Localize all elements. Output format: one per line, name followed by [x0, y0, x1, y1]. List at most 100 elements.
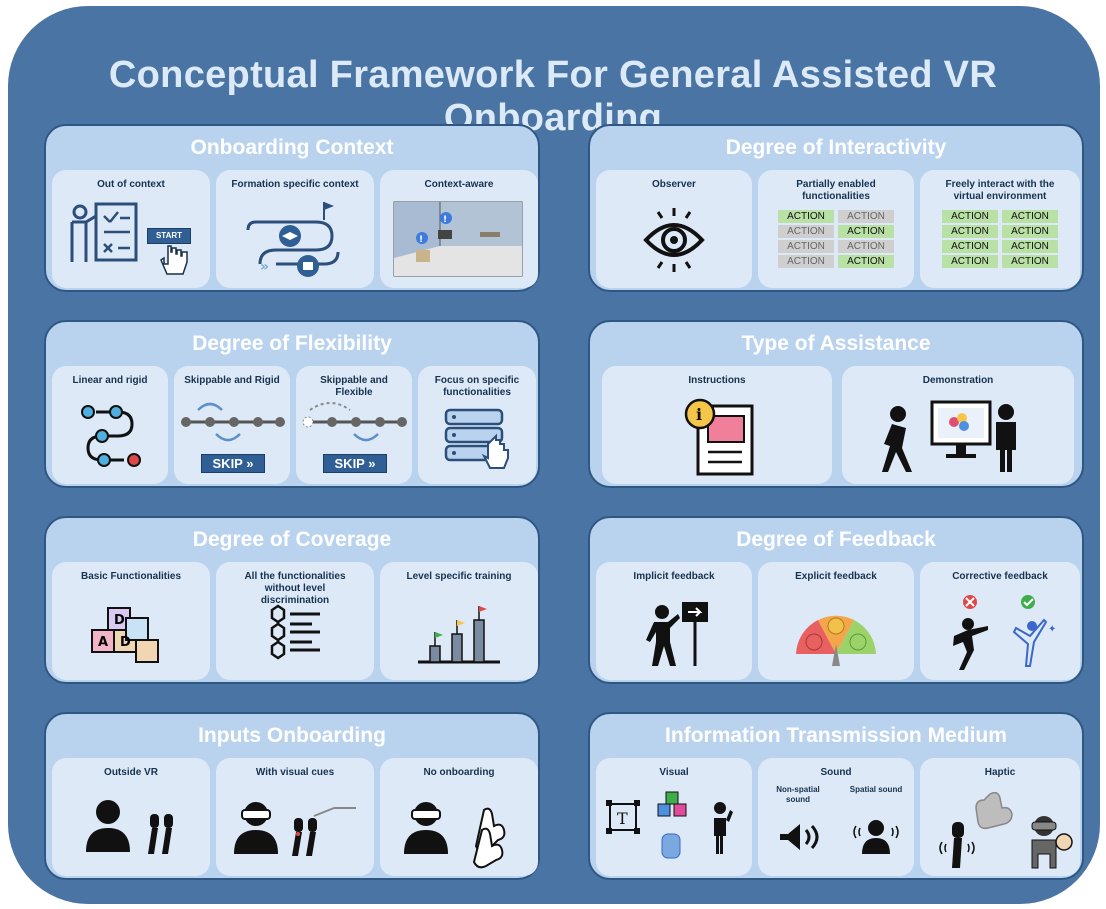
action-cell: ACTION	[778, 240, 834, 253]
card-label: Outside VR	[104, 767, 158, 778]
skip-button: SKIP »	[201, 454, 265, 473]
section-interactivity: Degree of Interactivity Observer Partial…	[588, 124, 1084, 292]
learning-path-icon: »	[246, 202, 340, 277]
svg-text:A: A	[98, 635, 108, 650]
eye-icon	[643, 208, 705, 272]
card-linear-rigid: Linear and rigid	[52, 366, 168, 484]
svg-text:D: D	[120, 635, 131, 650]
vr-user-cues-icon	[234, 802, 356, 856]
action-cell: ACTION	[942, 225, 998, 238]
presenter-board-icon	[70, 202, 138, 262]
non-spatial-sound-label: Non-spatial sound	[776, 785, 820, 804]
action-cell: ACTION	[942, 240, 998, 253]
card-partially-enabled: Partially enabled functionalities ACTION…	[758, 170, 914, 288]
spatial-sound-label: Spatial sound	[849, 785, 903, 794]
card-instructions: Instructions i	[602, 366, 832, 484]
section-title: Degree of Interactivity	[725, 136, 947, 159]
card-observer: Observer	[596, 170, 752, 288]
skip-button: SKIP »	[323, 454, 387, 473]
card-outside-vr: Outside VR	[52, 758, 210, 876]
blocks-icon: A D D	[91, 607, 159, 663]
sound-icons	[780, 820, 899, 854]
instructions-icon: i	[684, 398, 754, 476]
card-out-of-context: Out of context START	[52, 170, 210, 288]
action-cell: ACTION	[838, 240, 894, 253]
card-label: Skippable and Flexible	[320, 375, 388, 398]
section-title: Onboarding Context	[190, 136, 394, 159]
action-cell: ACTION	[1002, 240, 1058, 253]
section-title: Information Transmission Medium	[665, 724, 1007, 747]
card-sound: Sound Non-spatial sound Spatial sound	[758, 758, 914, 876]
card-freely-interact: Freely interact with the virtual environ…	[920, 170, 1080, 288]
skip-label: SKIP	[334, 456, 365, 471]
action-cell: ACTION	[838, 255, 894, 268]
card-context-aware: Context-aware ! !	[380, 170, 538, 288]
action-cell: ACTION	[942, 210, 998, 223]
card-label: Context-aware	[424, 179, 494, 190]
user-controllers-icon	[86, 800, 173, 854]
card-label: Sound	[820, 767, 852, 778]
card-formation-specific: Formation specific context »	[216, 170, 374, 288]
card-label: Basic Functionalities	[80, 571, 182, 582]
card-label: Observer	[652, 179, 696, 190]
card-haptic: Haptic	[920, 758, 1080, 876]
action-cell: ACTION	[838, 210, 894, 223]
card-label: Demonstration	[922, 375, 994, 386]
section-onboarding-context: Onboarding Context Out of context START …	[44, 124, 540, 292]
svg-text:i: i	[696, 405, 702, 424]
action-cell: ACTION	[778, 210, 834, 223]
server-select-icon	[444, 408, 509, 469]
card-visual-cues: With visual cues	[216, 758, 374, 876]
card-label: Skippable and Rigid	[184, 375, 280, 386]
action-cell: ACTION	[1002, 210, 1058, 223]
card-basic-functionalities: Basic Functionalities A D D	[52, 562, 210, 680]
room-scene-icon: ! !	[393, 201, 523, 277]
card-label: All the functionalities without level di…	[244, 571, 346, 606]
card-all-functionalities: All the functionalities without level di…	[216, 562, 374, 680]
card-implicit-feedback: Implicit feedback	[596, 562, 752, 680]
page-title: Conceptual Framework For General Assiste…	[108, 54, 998, 139]
exit-sign-icon	[646, 602, 708, 666]
section-title: Inputs Onboarding	[198, 724, 386, 747]
level-bars-icon	[418, 606, 500, 664]
card-label: Level specific training	[406, 571, 512, 582]
corrective-poses-icon: ✦	[953, 595, 1056, 670]
start-button: START	[147, 228, 191, 244]
section-coverage: Degree of Coverage Basic Functionalities…	[44, 516, 540, 684]
action-cell: ACTION	[778, 255, 834, 268]
svg-text:✦: ✦	[1048, 624, 1056, 635]
card-visual: Visual T	[596, 758, 752, 876]
action-cell: ACTION	[942, 255, 998, 268]
section-title: Degree of Coverage	[192, 528, 392, 551]
svg-text:»: »	[260, 259, 269, 275]
svg-text:T: T	[617, 809, 628, 828]
card-explicit-feedback: Explicit feedback	[758, 562, 914, 680]
svg-text:!: !	[443, 215, 447, 225]
card-label: With visual cues	[255, 767, 335, 778]
skip-flexible-icon	[302, 402, 407, 442]
card-focus-specific: Focus on specific functionalities	[418, 366, 536, 484]
card-label: No onboarding	[423, 767, 495, 778]
card-demonstration: Demonstration	[842, 366, 1074, 484]
card-label: Linear and rigid	[72, 375, 148, 386]
card-label: Corrective feedback	[952, 571, 1048, 582]
action-cell: ACTION	[778, 225, 834, 238]
card-no-onboarding: No onboarding	[380, 758, 538, 876]
demonstration-icon	[882, 400, 1016, 472]
card-label: Implicit feedback	[633, 571, 715, 582]
card-label: Freely interact with the virtual environ…	[945, 179, 1055, 202]
card-label: Visual	[659, 767, 689, 778]
vr-user-hands-icon	[404, 802, 506, 869]
section-title: Degree of Flexibility	[192, 332, 392, 355]
card-label: Explicit feedback	[795, 571, 877, 582]
haptic-icon	[939, 791, 1073, 869]
skip-rigid-icon	[181, 402, 285, 442]
action-cell: ACTION	[1002, 255, 1058, 268]
linear-flow-icon	[81, 405, 141, 467]
action-cell: ACTION	[838, 225, 894, 238]
list-icon	[270, 604, 320, 660]
card-label: Focus on specific functionalities	[434, 375, 520, 398]
svg-text:!: !	[419, 235, 423, 245]
satisfaction-gauge-icon	[796, 615, 876, 666]
card-level-specific: Level specific training	[380, 562, 538, 680]
